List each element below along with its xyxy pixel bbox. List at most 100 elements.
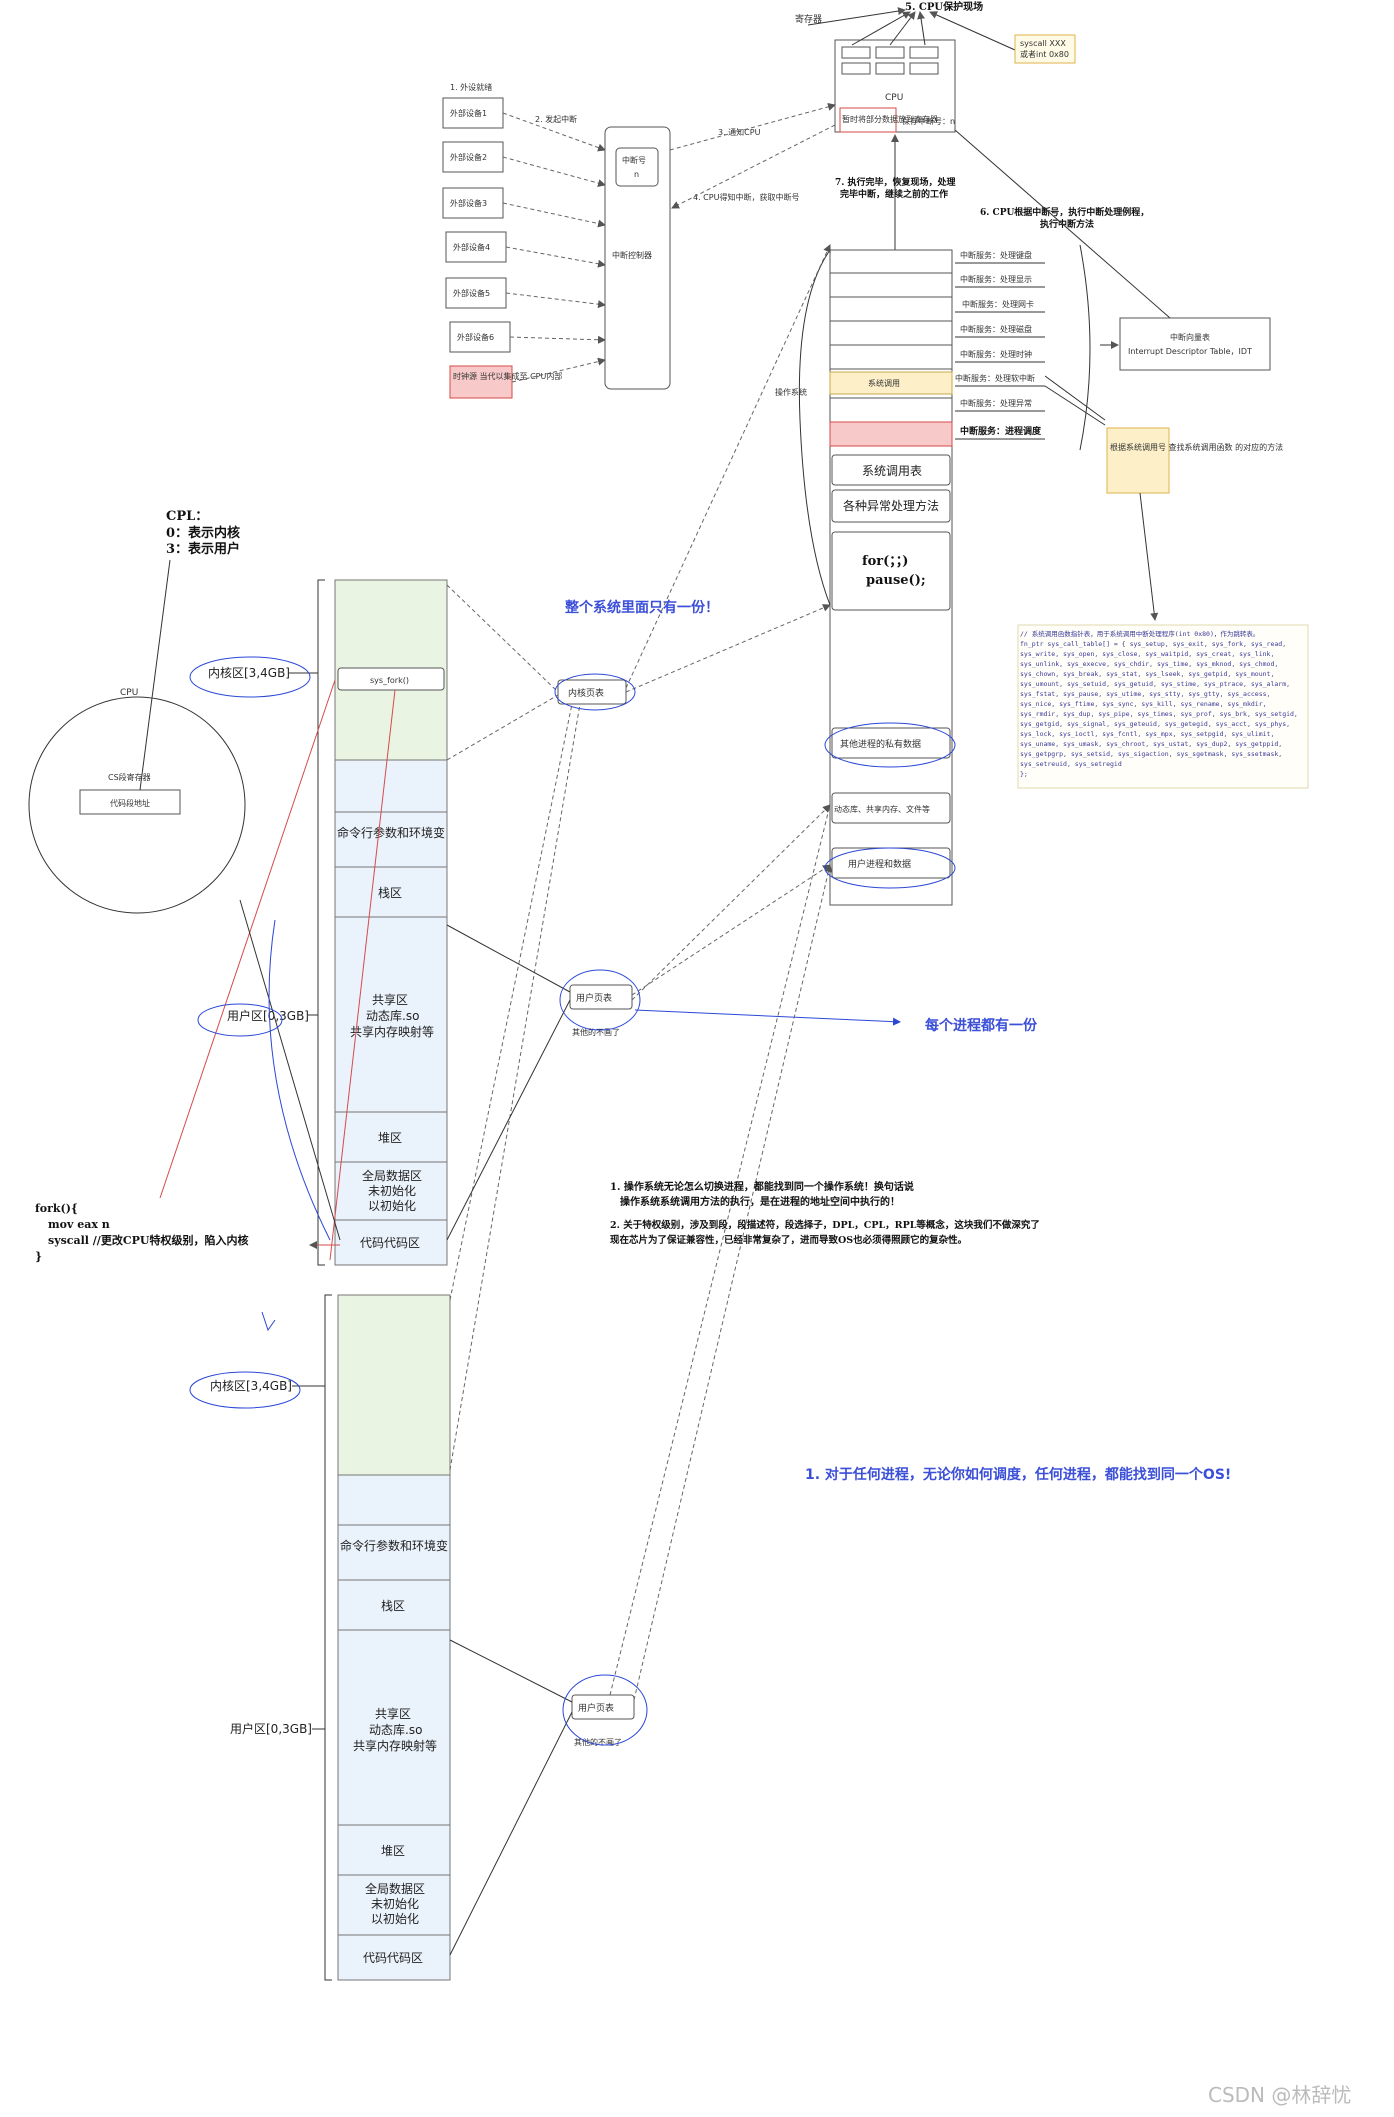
- p2-global-2: 未初始化: [371, 1897, 419, 1911]
- step6-line1: 6. CPU根据中断号，执行中断处理例程，: [980, 206, 1149, 218]
- code-line-9: sys_getgid, sys_signal, sys_geteuid, sys…: [1020, 720, 1290, 728]
- service-2: 中断服务：处理显示: [960, 274, 1032, 284]
- code-line-1: fn_ptr sys_call_table[] = { sys_setup, s…: [1020, 640, 1286, 648]
- p2-kernel-area: [337, 1294, 451, 1476]
- interrupt-controller: 中断号 n 中断控制器 3. 通知CPU 4. CPU得知中断，获取中断号: [604, 102, 836, 390]
- code-line-6: sys_fstat, sys_pause, sys_utime, sys_stt…: [1020, 690, 1270, 698]
- idt-box: 中断向量表 Interrupt Descriptor Table，IDT: [1119, 317, 1271, 371]
- p1-code: [334, 1219, 448, 1266]
- annot-one-copy: 整个系统里面只有一份！: [564, 599, 719, 616]
- cpu-circle: CPU CS段寄存器 代码段地址: [28, 559, 246, 914]
- sketch-rings: [189, 656, 956, 1746]
- note1-line1: 1. 操作系统无论怎么切换进程，都能找到同一个操作系统！换句话说: [610, 1180, 914, 1193]
- code-line-3: sys_unlink, sys_execve, sys_chdir, sys_t…: [1020, 660, 1278, 668]
- service-8: 中断服务：进程调度: [960, 425, 1042, 437]
- exception-label: 各种异常处理方法: [843, 498, 939, 513]
- p1-top-blank: [334, 759, 448, 813]
- p1-heap-label: 堆区: [378, 1131, 402, 1145]
- device-2-label: 外部设备2: [450, 152, 487, 162]
- note2-line2: 现在芯片为了保证兼容性，已经非常复杂了，进而导致OS也必须得照顾它的复杂性。: [610, 1234, 967, 1246]
- p1-global-3: 以初始化: [368, 1199, 416, 1213]
- step3-label: 3. 通知CPU: [718, 127, 761, 137]
- p1-global-2: 未初始化: [368, 1184, 416, 1198]
- conclusion: 1. 对于任何进程，无论你如何调度，任何进程，都能找到同一个OS!: [805, 1466, 1231, 1483]
- p2-global-1: 全局数据区: [365, 1881, 425, 1896]
- service-5: 中断服务：处理时钟: [960, 349, 1032, 359]
- step6-line2: 执行中断方法: [1040, 218, 1094, 230]
- others-1: 其他的不画了: [572, 1027, 620, 1037]
- code-block: // 系统调用函数指针表，用于系统调用中断处理程序(int 0x80)，作为跳转…: [1017, 624, 1309, 789]
- cpl-title: CPL：: [166, 509, 208, 524]
- p1-global: [334, 1161, 448, 1221]
- fork-code: fork(){ mov eax n syscall //更改CPU特权级别，陷入…: [35, 1202, 248, 1263]
- code-line-11: sys_uname, sys_umask, sys_chroot, sys_us…: [1020, 740, 1282, 748]
- device-3: [442, 187, 504, 219]
- cpu-circle-shape: [28, 696, 246, 914]
- fork-line1: fork(){: [35, 1202, 78, 1215]
- code-line-0: // 系统调用函数指针表，用于系统调用中断处理程序(int 0x80)，作为跳转…: [1020, 629, 1259, 638]
- p2-top-blank: [337, 1474, 451, 1526]
- watermark: CSDN @林辞忧: [1208, 2083, 1351, 2107]
- p1-kernel-label: 内核区[3,4GB]: [208, 666, 290, 680]
- note1-line2: 操作系统系统调用方法的执行，是在进程的地址空间中执行的！: [620, 1195, 900, 1208]
- controller-num-label: 中断号: [622, 155, 646, 165]
- controller-rect: [604, 126, 671, 390]
- user-page-2-box: [571, 1694, 635, 1720]
- devices-group: 1. 外设就绪 2. 发起中断 外部设备1 外部设备2 外部设备3 外部设备4 …: [442, 82, 606, 399]
- p1-cmdline: [334, 811, 448, 868]
- cpu-circle-label: CPU: [120, 688, 138, 698]
- yellow-note-text: 根据系统调用号 查找系统调用函数 的对应的方法: [1110, 442, 1283, 452]
- code-line-8: sys_rmdir, sys_dup, sys_pipe, sys_times,…: [1020, 710, 1298, 718]
- code-line-14: };: [1020, 770, 1028, 778]
- service-4: 中断服务：处理磁盘: [960, 324, 1032, 334]
- device-2: [442, 141, 504, 173]
- cpl-line3: 3：表示用户: [166, 541, 240, 557]
- user-process-label: 用户进程和数据: [848, 858, 911, 870]
- step2-label: 2. 发起中断: [535, 114, 577, 124]
- device-6-label: 外部设备6: [457, 332, 494, 342]
- code-line-12: sys_getpgrp, sys_setsid, sys_sigaction, …: [1020, 750, 1282, 758]
- step1-label: 1. 外设就绪: [450, 82, 492, 92]
- syscall-note-line2: 或者int 0x80: [1020, 49, 1069, 59]
- device-4: [445, 231, 507, 263]
- p2-cmdline: [337, 1524, 451, 1581]
- annot-each-process: 每个进程都有一份: [925, 1017, 1038, 1034]
- user-page-2-label: 用户页表: [578, 1702, 614, 1714]
- controller-n: n: [634, 170, 639, 179]
- step5-label: 5. CPU保护现场: [905, 0, 983, 13]
- os-column: 系统调用 系统调用表 各种异常处理方法 for(；；) pause(); 其他进…: [775, 249, 953, 906]
- cpl-note: CPL： 0：表示内核 3：表示用户: [166, 509, 240, 557]
- fork-line4: }: [35, 1250, 42, 1263]
- step4-label: 4. CPU得知中断，获取中断号: [693, 192, 799, 202]
- p2-global-3: 以初始化: [371, 1912, 419, 1926]
- p2-stack-label: 栈区: [381, 1598, 405, 1613]
- device-5-label: 外部设备5: [453, 288, 490, 298]
- device-1-label: 外部设备1: [450, 108, 487, 118]
- p1-shared-1: 共享区: [372, 992, 408, 1007]
- device-3-label: 外部设备3: [450, 198, 487, 208]
- p2-cmdline-label: 命令行参数和环境变: [340, 1538, 448, 1553]
- syscall-table-label: 系统调用表: [862, 464, 922, 478]
- p1-cmdline-label: 命令行参数和环境变: [337, 825, 445, 840]
- cpu-box: 寄存器 5. CPU保护现场 CPU 暂时将部分数据放到寄存器 保存中断号：n: [795, 0, 1016, 133]
- os-label: 操作系统: [775, 387, 807, 397]
- p1-user-label: 用户区[0,3GB]: [227, 1008, 309, 1023]
- cpu-label: CPU: [885, 93, 903, 103]
- code-line-10: sys_lock, sys_ioctl, sys_fcntl, sys_mpx,…: [1020, 730, 1274, 738]
- p1-stack: [334, 866, 448, 918]
- cpu-temp-box: [839, 107, 897, 133]
- interrupt-services: 中断服务：处理键盘 中断服务：处理显示 中断服务：处理网卡 中断服务：处理磁盘 …: [955, 244, 1119, 451]
- user-page-table-2: 用户页表 其他的不画了: [449, 804, 833, 1956]
- cs-register-label: CS段寄存器: [108, 772, 151, 782]
- process2-address-space: 内核区[3,4GB] 命令行参数和环境变 栈区 共享区 动态库.so 共享内存映…: [210, 1294, 451, 1981]
- service-7: 中断服务：处理异常: [960, 398, 1032, 408]
- clock-source-label: 时钟源 当代以集成至 CPU内部: [453, 371, 562, 381]
- code-line-5: sys_umount, sys_setuid, sys_getuid, sys_…: [1020, 680, 1290, 688]
- service-6: 中断服务：处理软中断: [955, 373, 1035, 383]
- step7-line2: 完毕中断，继续之前的工作: [840, 188, 948, 200]
- fork-line2: mov eax n: [48, 1218, 110, 1231]
- code-segment-label: 代码段地址: [110, 798, 150, 808]
- p2-kernel-label: 内核区[3,4GB]: [210, 1379, 292, 1393]
- syscall-note: syscall XXX 或者int 0x80: [1014, 34, 1076, 64]
- idle-loop-box: [831, 531, 951, 611]
